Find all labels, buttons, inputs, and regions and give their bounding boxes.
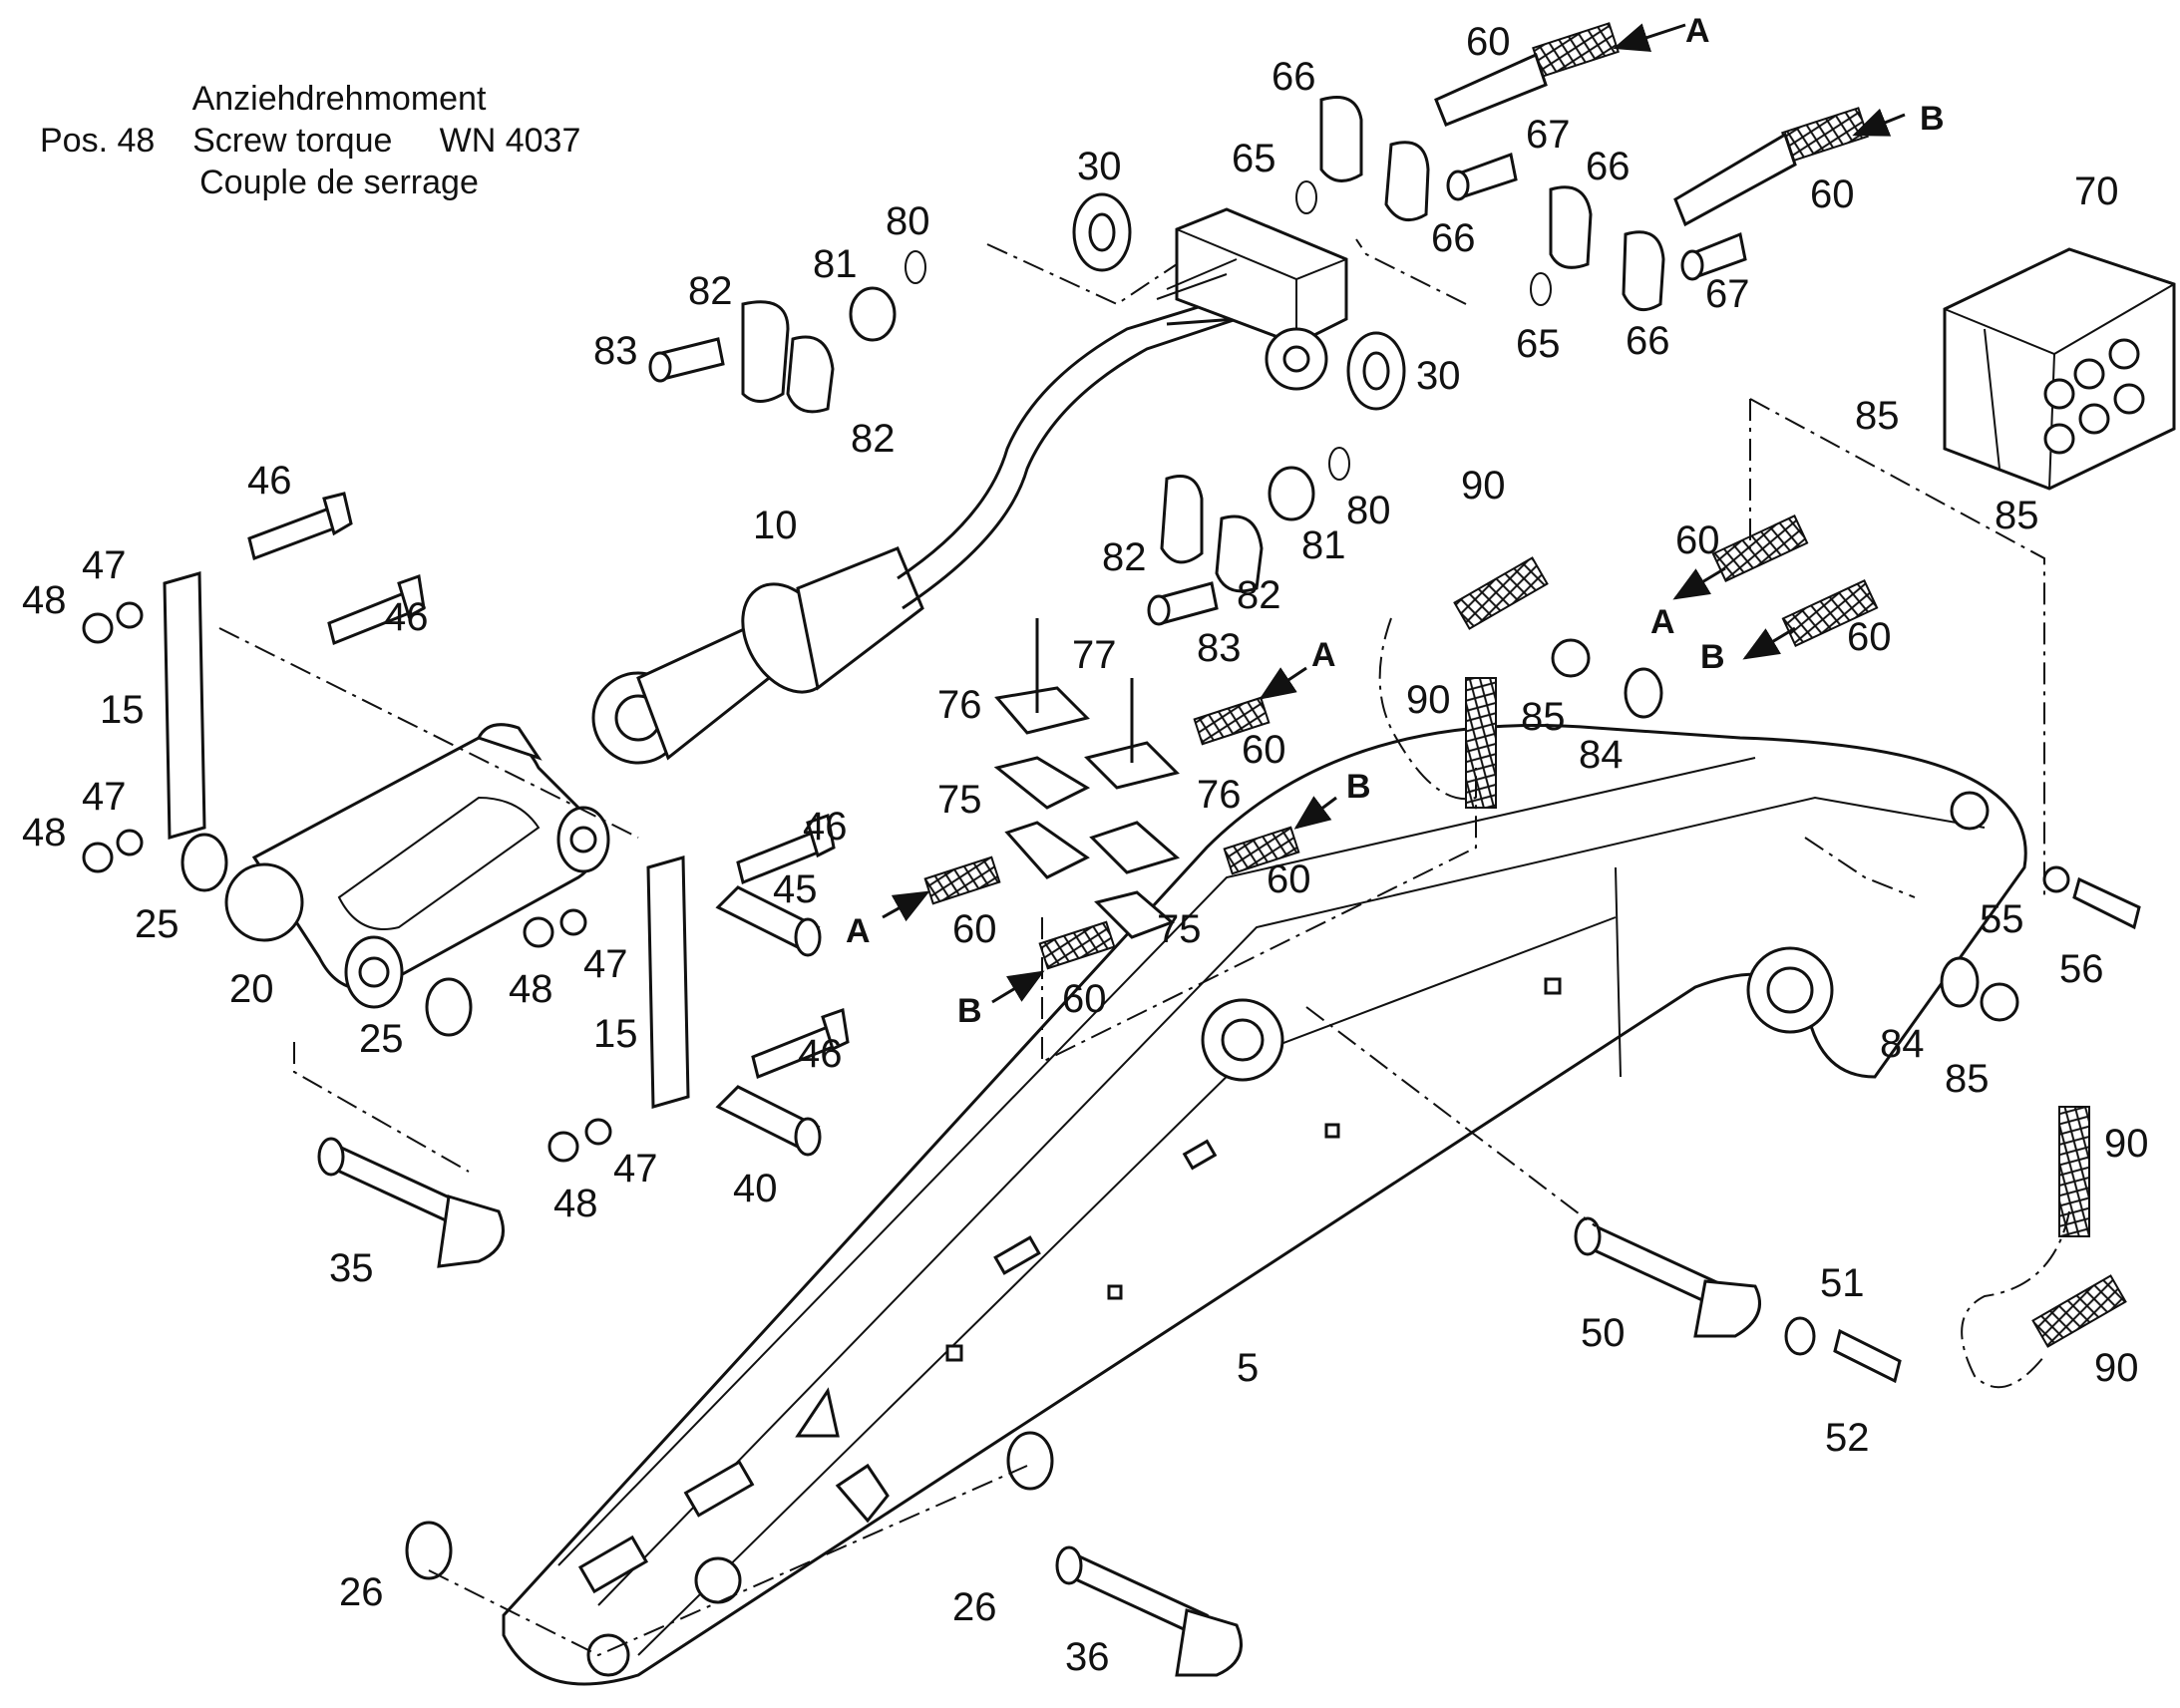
label-15: 15 bbox=[593, 1012, 638, 1056]
label-82: 82 bbox=[1102, 535, 1147, 579]
label-47: 47 bbox=[82, 775, 127, 819]
label-60: 60 bbox=[1242, 728, 1286, 772]
label-15: 15 bbox=[100, 688, 145, 732]
label-48: 48 bbox=[22, 578, 67, 622]
label-60: 60 bbox=[1062, 977, 1107, 1021]
label-84: 84 bbox=[1579, 733, 1624, 777]
label-90: 90 bbox=[1461, 464, 1506, 508]
label-83: 83 bbox=[1197, 626, 1242, 670]
letter-B: B bbox=[1346, 768, 1371, 806]
label-10: 10 bbox=[753, 504, 798, 547]
label-66: 66 bbox=[1586, 145, 1631, 188]
label-25: 25 bbox=[359, 1017, 404, 1061]
label-77: 77 bbox=[1072, 633, 1117, 677]
label-48: 48 bbox=[509, 967, 553, 1011]
label-66: 66 bbox=[1272, 55, 1316, 99]
label-76: 76 bbox=[937, 683, 982, 727]
letter-A: A bbox=[1685, 12, 1710, 50]
label-81: 81 bbox=[1301, 523, 1346, 567]
label-50: 50 bbox=[1581, 1311, 1626, 1355]
label-60: 60 bbox=[1466, 20, 1511, 64]
hoses bbox=[923, 22, 2127, 1389]
label-85: 85 bbox=[1995, 494, 2039, 537]
label-75: 75 bbox=[1157, 907, 1202, 951]
letter-B: B bbox=[1700, 638, 1725, 676]
label-75: 75 bbox=[937, 778, 982, 822]
letter-A: A bbox=[1311, 636, 1336, 674]
label-20: 20 bbox=[229, 967, 274, 1011]
label-46: 46 bbox=[798, 1032, 843, 1076]
cylinder-part-10 bbox=[591, 207, 1348, 765]
torque-note-fr: Couple de serrage bbox=[199, 164, 479, 201]
label-81: 81 bbox=[813, 242, 858, 286]
label-46: 46 bbox=[247, 459, 292, 503]
label-82: 82 bbox=[851, 417, 896, 461]
label-60: 60 bbox=[1675, 518, 1720, 562]
letter-A: A bbox=[1650, 603, 1675, 641]
label-80: 80 bbox=[1346, 489, 1391, 532]
arrows bbox=[882, 23, 1906, 1004]
label-60: 60 bbox=[952, 907, 997, 951]
label-65: 65 bbox=[1516, 322, 1561, 366]
label-40: 40 bbox=[733, 1167, 778, 1210]
label-46: 46 bbox=[803, 805, 848, 849]
label-60: 60 bbox=[1267, 857, 1311, 901]
torque-note-de: Anziehdrehmoment bbox=[191, 80, 487, 118]
label-35: 35 bbox=[329, 1246, 374, 1290]
label-26: 26 bbox=[952, 1585, 997, 1629]
label-80: 80 bbox=[886, 199, 930, 243]
label-84: 84 bbox=[1880, 1022, 1925, 1066]
label-82: 82 bbox=[688, 269, 733, 313]
label-56: 56 bbox=[2059, 947, 2104, 991]
label-47: 47 bbox=[583, 942, 628, 986]
label-47: 47 bbox=[82, 543, 127, 587]
connection-letters: A B A B A B A B bbox=[846, 12, 1945, 1030]
label-48: 48 bbox=[22, 811, 67, 854]
small-parts bbox=[82, 96, 2176, 1677]
label-85: 85 bbox=[1855, 394, 1900, 438]
label-26: 26 bbox=[339, 1570, 384, 1614]
label-66: 66 bbox=[1431, 216, 1476, 260]
letter-A: A bbox=[846, 912, 871, 950]
label-67: 67 bbox=[1526, 113, 1571, 157]
label-60: 60 bbox=[1847, 615, 1892, 659]
label-52: 52 bbox=[1825, 1416, 1870, 1460]
torque-note-en: Pos. 48 Screw torque WN 4037 bbox=[40, 122, 581, 160]
label-36: 36 bbox=[1065, 1635, 1110, 1679]
label-90: 90 bbox=[2104, 1122, 2149, 1166]
label-30: 30 bbox=[1416, 354, 1461, 398]
label-65: 65 bbox=[1232, 137, 1276, 180]
label-51: 51 bbox=[1820, 1261, 1865, 1305]
label-66: 66 bbox=[1626, 319, 1670, 363]
label-85: 85 bbox=[1945, 1057, 1990, 1101]
label-85: 85 bbox=[1521, 695, 1566, 739]
label-83: 83 bbox=[593, 329, 638, 373]
label-47: 47 bbox=[613, 1147, 658, 1191]
letter-B: B bbox=[957, 992, 982, 1030]
label-45: 45 bbox=[773, 867, 818, 911]
label-90: 90 bbox=[1406, 678, 1451, 722]
label-25: 25 bbox=[135, 902, 180, 946]
label-46: 46 bbox=[384, 595, 429, 639]
label-48: 48 bbox=[553, 1182, 598, 1225]
label-76: 76 bbox=[1197, 773, 1242, 817]
link-part-20 bbox=[224, 723, 610, 1009]
label-67: 67 bbox=[1705, 272, 1750, 316]
torque-note: Anziehdrehmoment Pos. 48 Screw torque WN… bbox=[40, 78, 638, 203]
boom-part-5 bbox=[502, 724, 2027, 1686]
label-55: 55 bbox=[1980, 897, 2024, 941]
label-60: 60 bbox=[1810, 172, 1855, 216]
part-labels: 60 66 67 60 66 66 67 66 70 30 65 80 81 8… bbox=[22, 20, 2149, 1679]
label-82: 82 bbox=[1237, 573, 1281, 617]
label-5: 5 bbox=[1237, 1346, 1259, 1390]
label-30: 30 bbox=[1077, 145, 1122, 188]
label-90: 90 bbox=[2094, 1346, 2139, 1390]
letter-B: B bbox=[1920, 100, 1945, 138]
label-70: 70 bbox=[2074, 170, 2119, 213]
